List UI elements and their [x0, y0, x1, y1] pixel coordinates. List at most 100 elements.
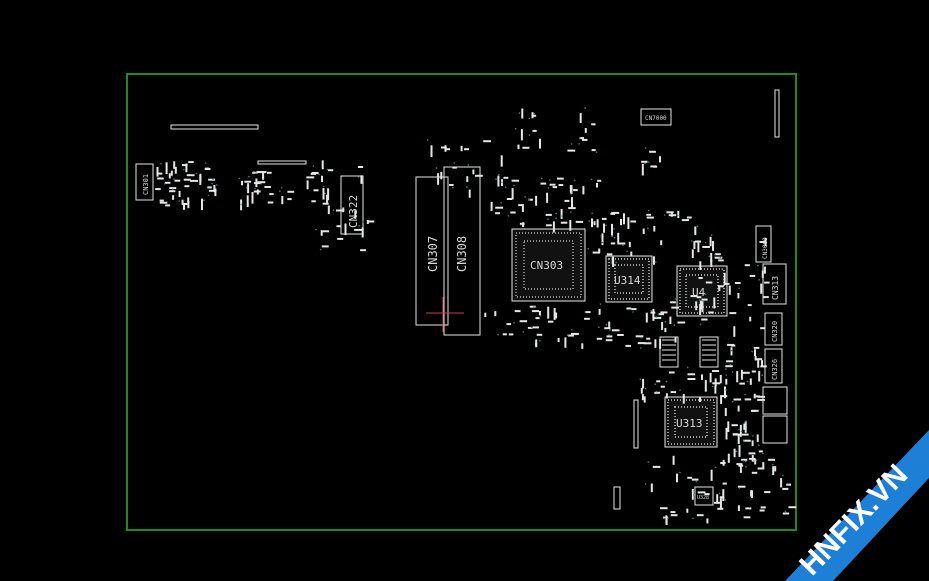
- smd-part: [733, 448, 736, 458]
- via: [725, 368, 727, 370]
- smd-part: [254, 182, 261, 185]
- smd-part: [281, 196, 284, 205]
- smd-part: [743, 439, 751, 442]
- via: [453, 162, 456, 164]
- smd-part: [681, 219, 689, 222]
- smd-part: [183, 178, 191, 181]
- connector-cn307[interactable]: CN307: [415, 176, 449, 326]
- via: [608, 334, 610, 336]
- via: [584, 107, 586, 109]
- smd-part: [625, 344, 632, 347]
- via: [692, 517, 694, 520]
- smd-part: [569, 220, 572, 231]
- smd-part: [579, 137, 584, 140]
- smd-part: [701, 298, 708, 301]
- smd-part: [164, 181, 171, 184]
- connector-cn326[interactable]: CN326: [764, 348, 783, 384]
- u314-label: U314: [614, 274, 641, 287]
- connector-cn301[interactable]: CN301: [135, 163, 154, 201]
- via: [547, 218, 549, 220]
- via: [745, 420, 747, 423]
- connector-cn322[interactable]: CN322: [340, 175, 364, 235]
- smd-part: [661, 322, 664, 330]
- via: [587, 247, 589, 250]
- via: [541, 177, 543, 180]
- smd-part: [540, 182, 547, 185]
- via: [571, 189, 574, 192]
- via: [757, 264, 759, 267]
- via: [729, 363, 732, 366]
- cn313-label: CN313: [771, 276, 780, 300]
- smd-part: [255, 178, 258, 188]
- smd-part: [585, 311, 591, 314]
- via: [571, 328, 573, 331]
- smd-part: [610, 242, 616, 245]
- smd-part: [708, 311, 714, 314]
- smd-part: [659, 339, 662, 349]
- smd-part: [737, 434, 740, 444]
- chip-u328[interactable]: U328: [694, 486, 714, 506]
- via: [183, 168, 185, 171]
- via: [362, 221, 364, 223]
- smd-part: [593, 221, 596, 226]
- via: [528, 134, 531, 136]
- via: [735, 450, 738, 453]
- smd-part: [758, 371, 761, 382]
- smd-part: [760, 283, 763, 294]
- smd-part: [719, 496, 722, 509]
- smd-part: [510, 211, 516, 214]
- smd-part: [701, 318, 708, 321]
- smd-part: [344, 223, 347, 236]
- smd-part: [739, 465, 742, 473]
- smd-part: [483, 140, 491, 143]
- smd-part: [213, 185, 216, 193]
- smd-part: [653, 256, 655, 265]
- smd-part: [724, 386, 726, 399]
- connector-cn7000[interactable]: CN7000: [640, 108, 672, 126]
- connector-cn320[interactable]: CN320: [764, 312, 783, 346]
- smd-part: [321, 175, 323, 183]
- smd-part: [320, 230, 323, 236]
- cn307-label: CN307: [426, 236, 440, 272]
- via: [655, 261, 657, 263]
- smd-part: [670, 391, 677, 394]
- connector-cn308[interactable]: CN308: [443, 166, 481, 336]
- smd-part: [670, 301, 676, 304]
- chip-u313[interactable]: U313: [664, 396, 718, 448]
- via: [698, 299, 701, 302]
- via: [435, 167, 438, 169]
- vias: [160, 107, 789, 520]
- smd-part: [188, 161, 194, 164]
- smd-part: [637, 342, 646, 345]
- smd-part: [327, 205, 330, 215]
- smd-part: [670, 514, 678, 517]
- via: [566, 334, 569, 337]
- smd-part: [723, 282, 730, 285]
- connector-cn313[interactable]: CN313: [762, 263, 787, 305]
- cn326-label: CN326: [771, 359, 779, 380]
- smd-part: [592, 251, 600, 254]
- smd-part: [690, 295, 698, 298]
- smd-part: [187, 200, 190, 209]
- smd-part: [584, 317, 590, 320]
- smd-part: [751, 409, 759, 412]
- smd-part: [706, 518, 709, 524]
- via: [318, 173, 320, 176]
- smd-part: [774, 466, 777, 472]
- via: [549, 179, 551, 181]
- via: [731, 371, 734, 373]
- via: [752, 435, 754, 437]
- smd-part: [259, 171, 267, 174]
- smd-part: [502, 333, 507, 336]
- via: [626, 250, 628, 253]
- chip-cn303[interactable]: CN303: [511, 228, 586, 302]
- smd-part: [719, 496, 725, 499]
- smd-part: [354, 210, 357, 219]
- chip-u314[interactable]: U314: [605, 255, 653, 303]
- via: [664, 517, 666, 520]
- smd-part: [596, 337, 603, 340]
- smd-part: [658, 313, 664, 316]
- via: [640, 336, 643, 339]
- via: [673, 324, 676, 326]
- connector-cn3000[interactable]: CN3000: [755, 225, 772, 263]
